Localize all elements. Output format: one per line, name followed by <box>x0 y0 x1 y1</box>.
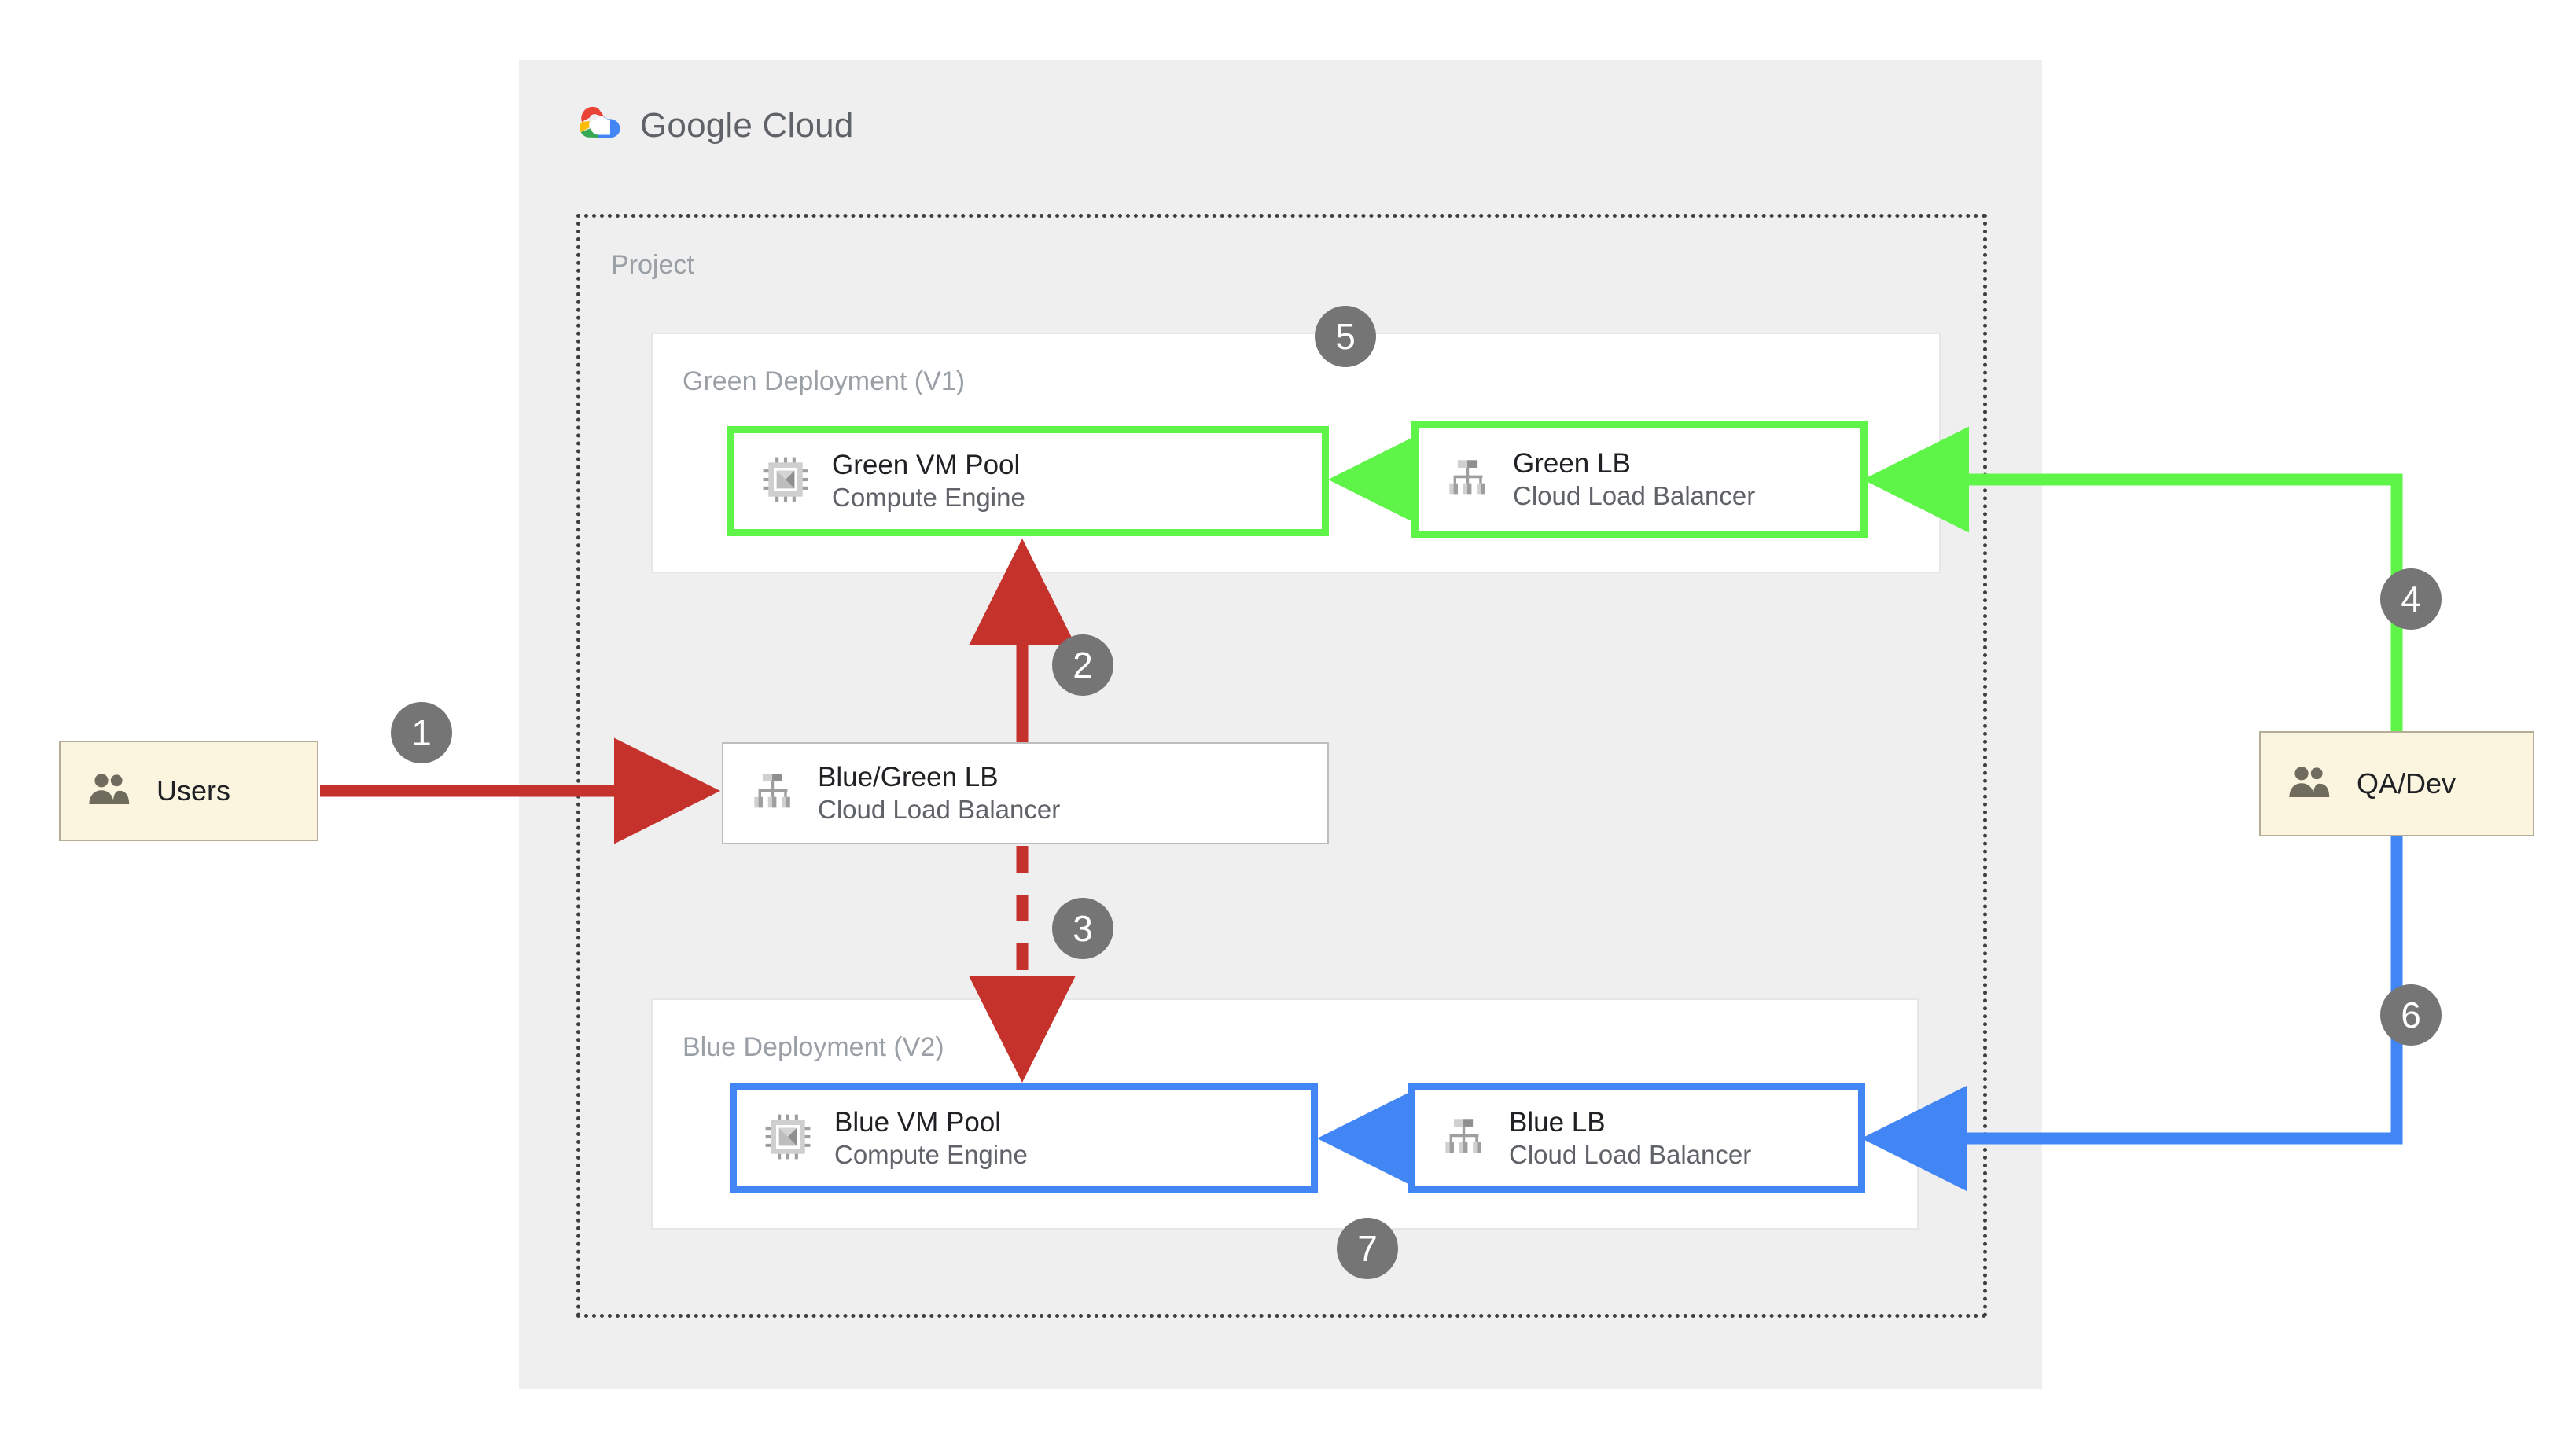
node-qa-dev[interactable]: QA/Dev <box>2259 731 2534 836</box>
node-blue-vm-pool[interactable]: Blue VM Pool Compute Engine <box>730 1083 1318 1193</box>
node-bluegreen-lb-texts: Blue/Green LB Cloud Load Balancer <box>818 762 1060 825</box>
node-users-label: Users <box>156 774 231 807</box>
node-blue-vm-pool-texts: Blue VM Pool Compute Engine <box>834 1107 1028 1170</box>
google-cloud-logo-icon <box>574 104 623 147</box>
node-subtitle: Compute Engine <box>832 483 1025 513</box>
users-group-icon <box>87 772 134 811</box>
node-subtitle: Compute Engine <box>834 1140 1028 1170</box>
green-deployment-label: Green Deployment (V1) <box>683 366 966 396</box>
project-boundary <box>576 214 1987 1318</box>
brand-secondary: Cloud <box>762 105 854 145</box>
cloud-load-balancer-icon <box>1445 455 1491 505</box>
step-badge-2: 2 <box>1052 634 1113 696</box>
node-green-lb[interactable]: Green LB Cloud Load Balancer <box>1411 421 1868 538</box>
node-green-vm-pool-texts: Green VM Pool Compute Engine <box>832 450 1025 513</box>
cloud-load-balancer-icon <box>1441 1114 1487 1164</box>
node-blue-lb[interactable]: Blue LB Cloud Load Balancer <box>1408 1083 1865 1193</box>
node-green-lb-texts: Green LB Cloud Load Balancer <box>1513 448 1755 511</box>
node-title: Blue/Green LB <box>818 761 999 792</box>
brand-label: Google Cloud <box>640 106 854 145</box>
brand-primary: Google <box>640 105 753 145</box>
step-badge-7: 7 <box>1337 1218 1398 1279</box>
step-badge-6: 6 <box>2380 984 2442 1046</box>
node-blue-lb-texts: Blue LB Cloud Load Balancer <box>1509 1107 1751 1170</box>
compute-engine-chip-icon <box>764 1112 812 1165</box>
node-title: Green VM Pool <box>832 449 1021 480</box>
node-subtitle: Cloud Load Balancer <box>1513 481 1756 511</box>
step-badge-1: 1 <box>391 702 452 763</box>
node-green-vm-pool[interactable]: Green VM Pool Compute Engine <box>727 426 1329 536</box>
node-users[interactable]: Users <box>59 741 318 841</box>
compute-engine-chip-icon <box>761 455 810 508</box>
node-subtitle: Cloud Load Balancer <box>1509 1140 1752 1170</box>
step-badge-3: 3 <box>1052 898 1113 959</box>
node-qa-dev-label: QA/Dev <box>2357 767 2456 800</box>
node-subtitle: Cloud Load Balancer <box>818 795 1061 825</box>
node-title: Blue VM Pool <box>834 1106 1002 1138</box>
project-label: Project <box>611 250 694 280</box>
step-badge-5: 5 <box>1315 306 1376 367</box>
users-group-icon <box>2287 765 2335 803</box>
node-title: Green LB <box>1513 447 1631 479</box>
node-title: Blue LB <box>1509 1106 1606 1138</box>
blue-deployment-label: Blue Deployment (V2) <box>683 1032 944 1062</box>
step-badge-4: 4 <box>2380 568 2442 630</box>
google-cloud-brand: Google Cloud <box>574 104 854 147</box>
cloud-load-balancer-icon <box>750 769 796 818</box>
node-bluegreen-lb[interactable]: Blue/Green LB Cloud Load Balancer <box>722 742 1329 844</box>
